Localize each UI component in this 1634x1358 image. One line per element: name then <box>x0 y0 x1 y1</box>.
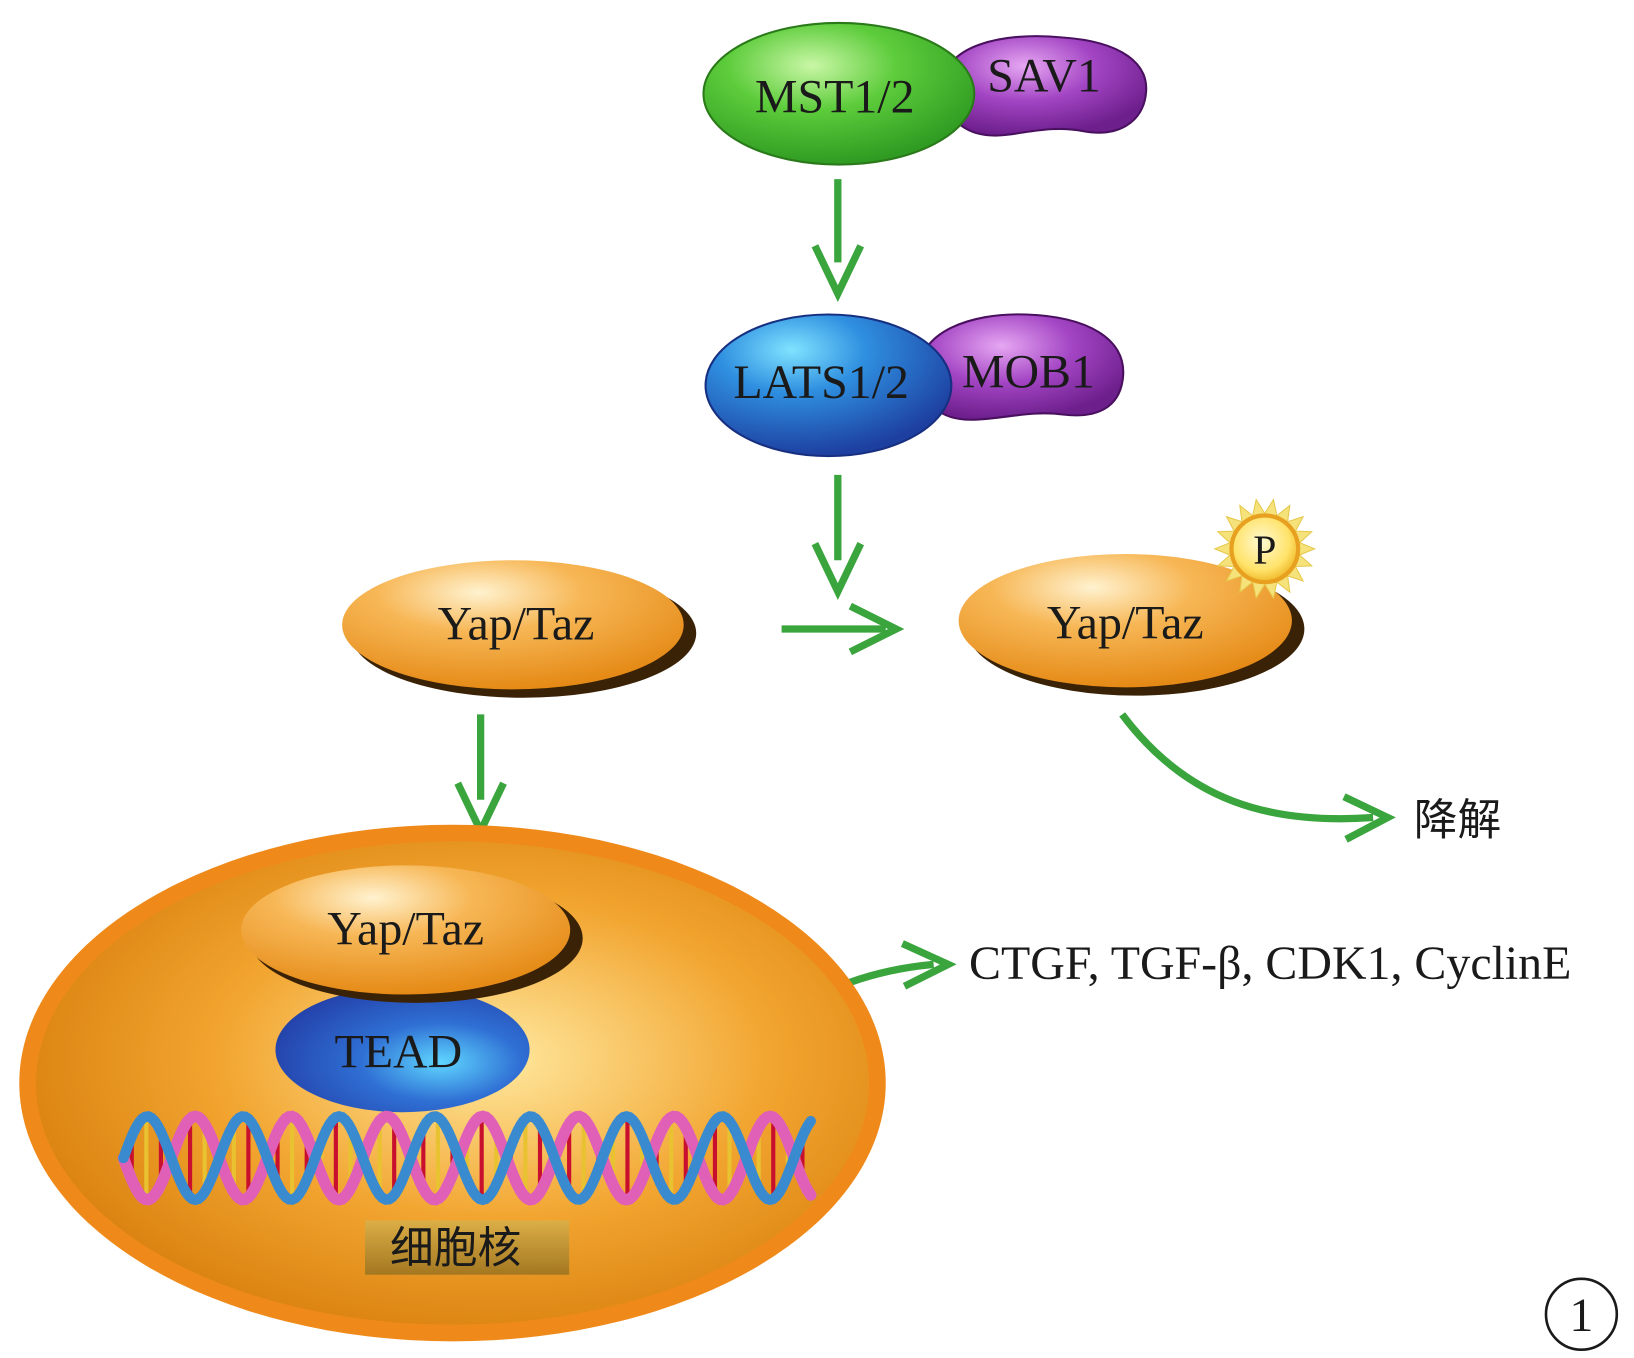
arrow-yap-to-nucleus <box>454 714 507 840</box>
phosphate-label: P <box>1253 527 1276 573</box>
arrow-lats-to-phospho <box>811 474 865 600</box>
yap-taz-nuclear: Yap/Taz <box>241 865 583 1003</box>
yap-taz-phosphorylated: Yap/Taz <box>958 554 1305 696</box>
nucleus-label: 细胞核 <box>390 1223 521 1274</box>
tead-protein: TEAD <box>275 987 530 1113</box>
mst12-label: MST1/2 <box>755 70 915 123</box>
yap-taz-cytoplasmic-label: Yap/Taz <box>438 597 595 650</box>
arrow-yap-to-phospho <box>781 602 905 656</box>
target-genes-label: CTGF, TGF-β, CDK1, CyclinE <box>969 937 1571 990</box>
dna-double-helix <box>117 1110 817 1206</box>
mst12-protein: MST1/2 <box>702 21 976 166</box>
panel-number-badge: 1 <box>1544 1277 1619 1351</box>
tead-label: TEAD <box>335 1025 463 1078</box>
lats12-protein: LATS1/2 <box>704 313 953 458</box>
yap-taz-phosphorylated-label: Yap/Taz <box>1047 596 1204 649</box>
panel-number: 1 <box>1569 1289 1593 1342</box>
mob1-label: MOB1 <box>962 345 1095 398</box>
dna-strand-blue <box>118 1111 816 1206</box>
phosphate-group: P <box>1213 498 1317 600</box>
sav1-label: SAV1 <box>987 50 1101 103</box>
sav1-protein: SAV1 <box>941 35 1148 137</box>
degradation-label: 降解 <box>1414 795 1501 846</box>
lats12-label: LATS1/2 <box>733 356 909 409</box>
arrow-phospho-to-degradation <box>1119 712 1396 843</box>
nucleus-label-box: 细胞核 <box>365 1220 570 1275</box>
mob1-protein: MOB1 <box>919 313 1125 421</box>
yap-taz-cytoplasmic: Yap/Taz <box>342 560 697 698</box>
yap-taz-nuclear-label: Yap/Taz <box>327 903 484 956</box>
arrow-mst-to-lats <box>811 179 865 303</box>
